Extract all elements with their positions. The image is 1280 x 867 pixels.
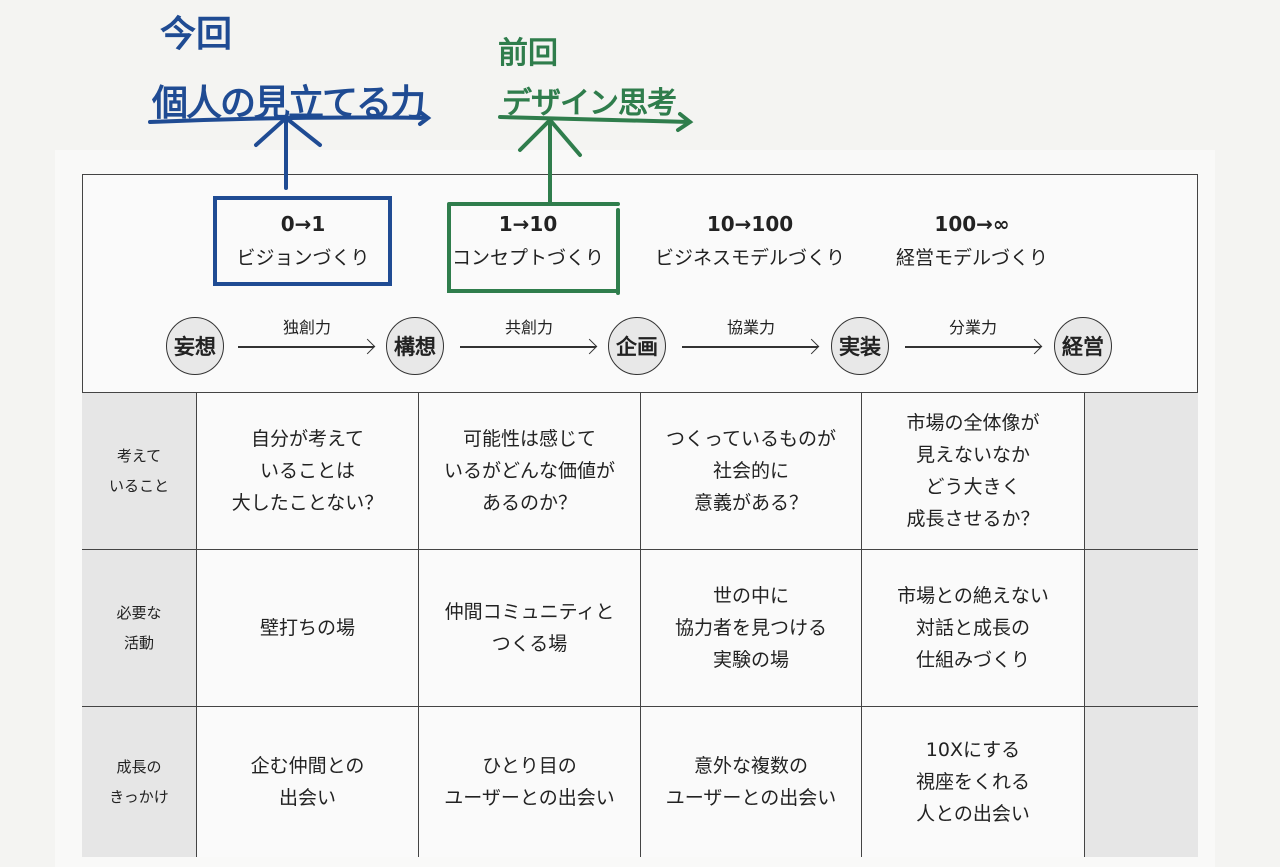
stage-1-10: 1→10 コンセプトづくり (418, 207, 638, 275)
annotation-previous-label: 前回 (498, 36, 558, 71)
empty-cell (1084, 392, 1198, 549)
table-cell: 壁打ちの場 (196, 549, 418, 706)
table-cell: 自分が考えて いることは 大したことない？ (196, 392, 418, 549)
stage-range: 100→∞ (934, 212, 1010, 236)
highlight-box-previous (447, 202, 620, 295)
stage-0-1: 0→1 ビジョンづくり (193, 207, 413, 275)
row-label: 成長の きっかけ (82, 706, 196, 857)
underline-current (148, 110, 432, 126)
transition-label: 協業力 (726, 318, 775, 337)
stage-range: 1→10 (498, 212, 558, 236)
arrow-icon (238, 346, 374, 348)
stage-name: ビジョンづくり (236, 247, 370, 269)
table-cell: 市場との絶えない 対話と成長の 仕組みづくり (861, 549, 1084, 706)
annotation-current-label: 今回 (160, 14, 233, 55)
empty-cell (1084, 706, 1198, 857)
matrix-table: 考えて いること 自分が考えて いることは 大したことない？ 可能性は感じて い… (82, 392, 1198, 857)
table-cell: 意外な複数の ユーザーとの出会い (640, 706, 861, 857)
node-jissou: 実装 (831, 317, 889, 375)
row-label: 考えて いること (82, 392, 196, 549)
arrow-icon (905, 346, 1041, 348)
table-cell: 世の中に 協力者を見つける 実験の場 (640, 549, 861, 706)
stage-100-inf: 100→∞ 経営モデルづくり (862, 207, 1082, 275)
table-cell: つくっているものが 社会的に 意義がある？ (640, 392, 861, 549)
table-cell: 10Xにする 視座をくれる 人との出会い (861, 706, 1084, 857)
node-kousou: 構想 (386, 317, 444, 375)
node-mousou: 妄想 (166, 317, 224, 375)
highlight-box-current (213, 196, 392, 286)
transition-label: 共創力 (504, 318, 553, 337)
transition-label: 分業力 (948, 318, 997, 337)
annotation-previous-topic: デザイン思考 (502, 86, 677, 121)
table-cell: 仲間コミュニティと つくる場 (418, 549, 640, 706)
node-keiei: 経営 (1054, 317, 1112, 375)
stage-range: 10→100 (706, 212, 794, 236)
empty-cell (1084, 549, 1198, 706)
stage-name: コンセプトづくり (451, 247, 604, 269)
node-kikaku: 企画 (608, 317, 666, 375)
table-cell: ひとり目の ユーザーとの出会い (418, 706, 640, 857)
row-label: 必要な 活動 (82, 549, 196, 706)
stage-name: 経営モデルづくり (895, 247, 1048, 269)
table-cell: 企む仲間との 出会い (196, 706, 418, 857)
arrow-icon (682, 346, 818, 348)
table-cell: 市場の全体像が 見えないなか どう大きく 成長させるか？ (861, 392, 1084, 549)
annotation-current-topic: 個人の見立てる力 (152, 83, 426, 124)
stage-range: 0→1 (280, 212, 326, 236)
table-cell: 可能性は感じて いるがどんな価値が あるのか？ (418, 392, 640, 549)
transition-label: 独創力 (282, 318, 331, 337)
stage-10-100: 10→100 ビジネスモデルづくり (640, 207, 860, 275)
stage-name: ビジネスモデルづくり (654, 247, 845, 269)
arrow-icon (460, 346, 596, 348)
underline-previous (498, 112, 694, 132)
